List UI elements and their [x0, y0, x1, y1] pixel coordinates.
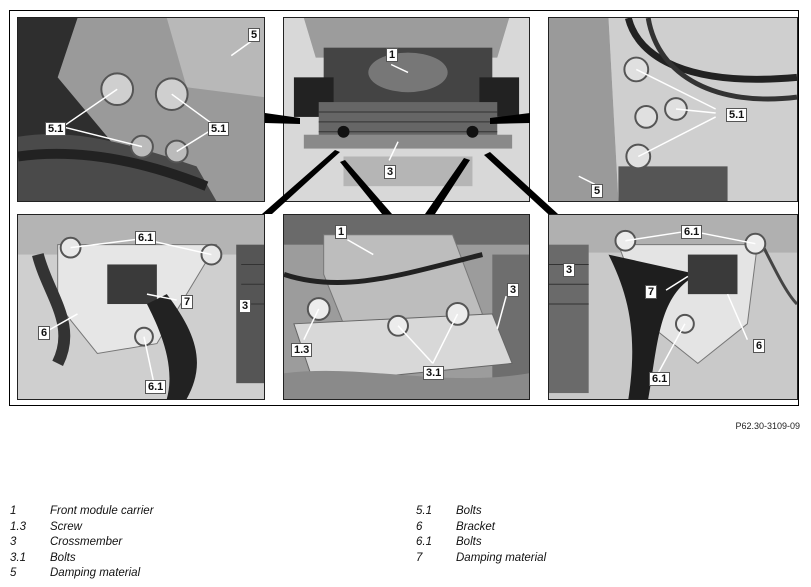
photo-panel-bracket-right: 6.1 3 7 6 6.1 — [548, 214, 798, 400]
callout-6: 6 — [753, 339, 766, 353]
legend-item: 5.1 Bolts — [416, 504, 546, 520]
legend-num: 3 — [10, 536, 17, 548]
photo-bracket-left — [18, 215, 264, 399]
legend-left: 1 Front module carrier 1.3 Screw 3 Crossmem… — [10, 504, 154, 582]
legend-text: Bolts — [50, 551, 76, 564]
photo-bolts-right — [549, 18, 797, 201]
callout-3: 3 — [563, 263, 576, 277]
legend-item: 7 Damping material — [416, 551, 546, 567]
callout-1: 1 — [386, 48, 399, 62]
legend-item: 3.1 Bolts — [10, 551, 154, 567]
photo-panel-bolts-right: 5.1 5 — [548, 17, 798, 202]
legend-item: 1 Front module carrier — [10, 504, 154, 520]
legend-item: 6 Bracket — [416, 520, 546, 536]
callout-5-1-left: 5.1 — [45, 122, 67, 136]
legend-num: 7 — [416, 551, 423, 564]
legend-item: 3 Crossmember — [10, 535, 154, 551]
callout-1: 1 — [335, 225, 348, 239]
callout-3-1: 3.1 — [423, 366, 445, 380]
photo-bracket-right — [549, 215, 797, 399]
photo-panel-damping-bolts: 5 5.1 5.1 — [17, 17, 265, 202]
legend-text: Damping material — [50, 567, 141, 579]
photo-damping-bolts — [18, 18, 264, 201]
legend-text: Front module carrier — [50, 505, 154, 517]
callout-3: 3 — [384, 165, 397, 179]
legend-num: 5.1 — [416, 505, 432, 517]
callout-7: 7 — [181, 295, 194, 309]
legend-num: 6 — [416, 520, 423, 533]
callout-3: 3 — [507, 283, 520, 297]
legend-item: 6.1 Bolts — [416, 535, 546, 551]
callout-1-3: 1.3 — [291, 343, 313, 357]
photo-panel-crossmember: 1 3 1.3 3.1 — [283, 214, 530, 400]
callout-7: 7 — [645, 285, 658, 299]
callout-5: 5 — [248, 28, 261, 42]
callout-6: 6 — [38, 326, 51, 340]
photo-engine-bay — [284, 18, 529, 201]
callout-5: 5 — [591, 184, 604, 198]
legend-text: Bolts — [456, 536, 482, 548]
figure-id: P62.30-3109-09 — [735, 421, 800, 431]
legend-item: 1.3 Screw — [10, 520, 154, 536]
legend-text: Bracket — [456, 520, 495, 533]
legend-num: 6.1 — [416, 536, 432, 548]
callout-6-1-top: 6.1 — [135, 231, 157, 245]
legend-num: 1 — [10, 505, 17, 517]
legend-num: 3.1 — [10, 551, 26, 564]
callout-6-1-bottom: 6.1 — [649, 372, 671, 386]
legend-text: Bolts — [456, 505, 482, 517]
legend-text: Damping material — [456, 551, 547, 564]
callout-6-1-top: 6.1 — [681, 225, 703, 239]
photo-panel-bracket-left: 6.1 7 3 6 6.1 — [17, 214, 265, 400]
legend-text: Screw — [50, 520, 82, 533]
callout-6-1-bottom: 6.1 — [145, 380, 167, 394]
legend-num: 1.3 — [10, 520, 26, 533]
legend-num: 5 — [10, 567, 17, 579]
photo-crossmember — [284, 215, 529, 399]
callout-5-1-right: 5.1 — [208, 122, 230, 136]
callout-3: 3 — [239, 299, 252, 313]
callout-5-1: 5.1 — [726, 108, 748, 122]
legend-item: 5 Damping material — [10, 566, 154, 582]
legend-text: Crossmember — [50, 536, 123, 548]
photo-panel-engine-bay: 1 3 — [283, 17, 530, 202]
